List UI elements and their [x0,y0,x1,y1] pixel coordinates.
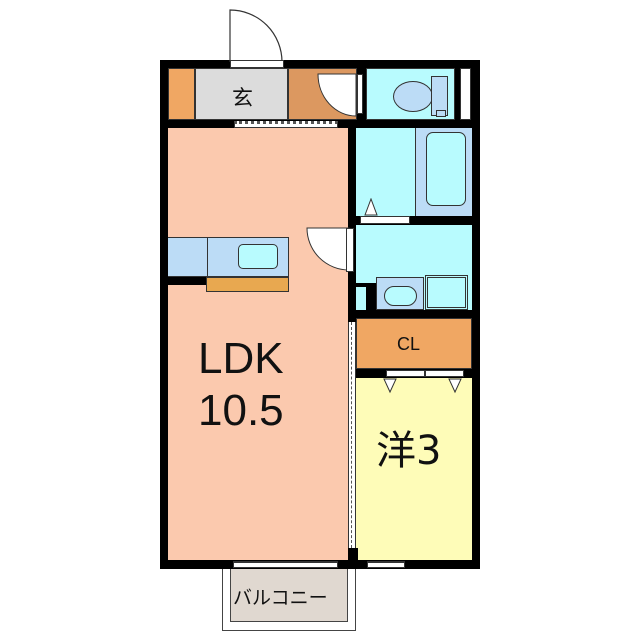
bath-door[interactable] [360,216,410,224]
partition-end [348,548,358,560]
bath-door-hinge [364,198,378,216]
washroom [356,225,472,310]
toilet-window [460,68,471,120]
washroom-door-swing [306,227,350,271]
toilet-bowl [393,81,433,112]
interior-wall-vertical [348,120,358,316]
kitchen-sink [238,244,278,269]
washroom-wall-stub-2 [366,283,376,310]
washbasin-bowl [384,286,417,306]
western-room: 洋3 [356,378,472,560]
closet-label: CL [397,334,421,354]
bathtub [426,132,466,206]
washing-machine-space [425,275,468,310]
ldk-room: LDK 10.5 [168,128,348,560]
bath-wall [356,216,480,225]
shoe-storage-left [168,68,195,120]
storage-door-swing [317,73,357,117]
western-room-window[interactable] [367,561,405,568]
ldk-size: 10.5 [198,386,284,435]
storage-door-jamb [357,74,363,114]
fridge-space [168,237,208,277]
balcony-floor: バルコニー [230,569,348,622]
closet-door-left[interactable] [386,370,425,377]
toilet-room [366,68,455,120]
ldk-label: LDK [198,334,284,383]
bath-area [415,128,472,216]
kitchen-counter [207,237,289,277]
washbasin [376,277,424,310]
ldk-balcony-window[interactable] [233,561,338,568]
kitchen-wall-stub [168,277,206,285]
toilet-paper [436,110,446,117]
western-room-label: 洋3 [376,428,442,474]
balcony-label: バルコニー [233,587,328,609]
closet-door-right[interactable] [425,370,464,377]
bathroom [356,128,472,216]
closet: CL [356,318,472,369]
washroom-door-opening[interactable] [346,228,354,272]
kitchen-counter-top [206,277,289,292]
wet-area-bottom-wall [348,310,480,318]
closet-door-hinge-left [383,378,397,394]
entrance-floor: 玄 [195,68,288,120]
entry-door-opening [230,60,284,68]
ldk-entry-sliding-door[interactable] [234,121,338,128]
entry-door-swing [229,9,283,63]
closet-door-hinge-right [448,378,462,394]
room-partition-sliding-door[interactable] [348,322,356,548]
entrance-label: 玄 [232,86,253,110]
partition-track [351,322,352,548]
